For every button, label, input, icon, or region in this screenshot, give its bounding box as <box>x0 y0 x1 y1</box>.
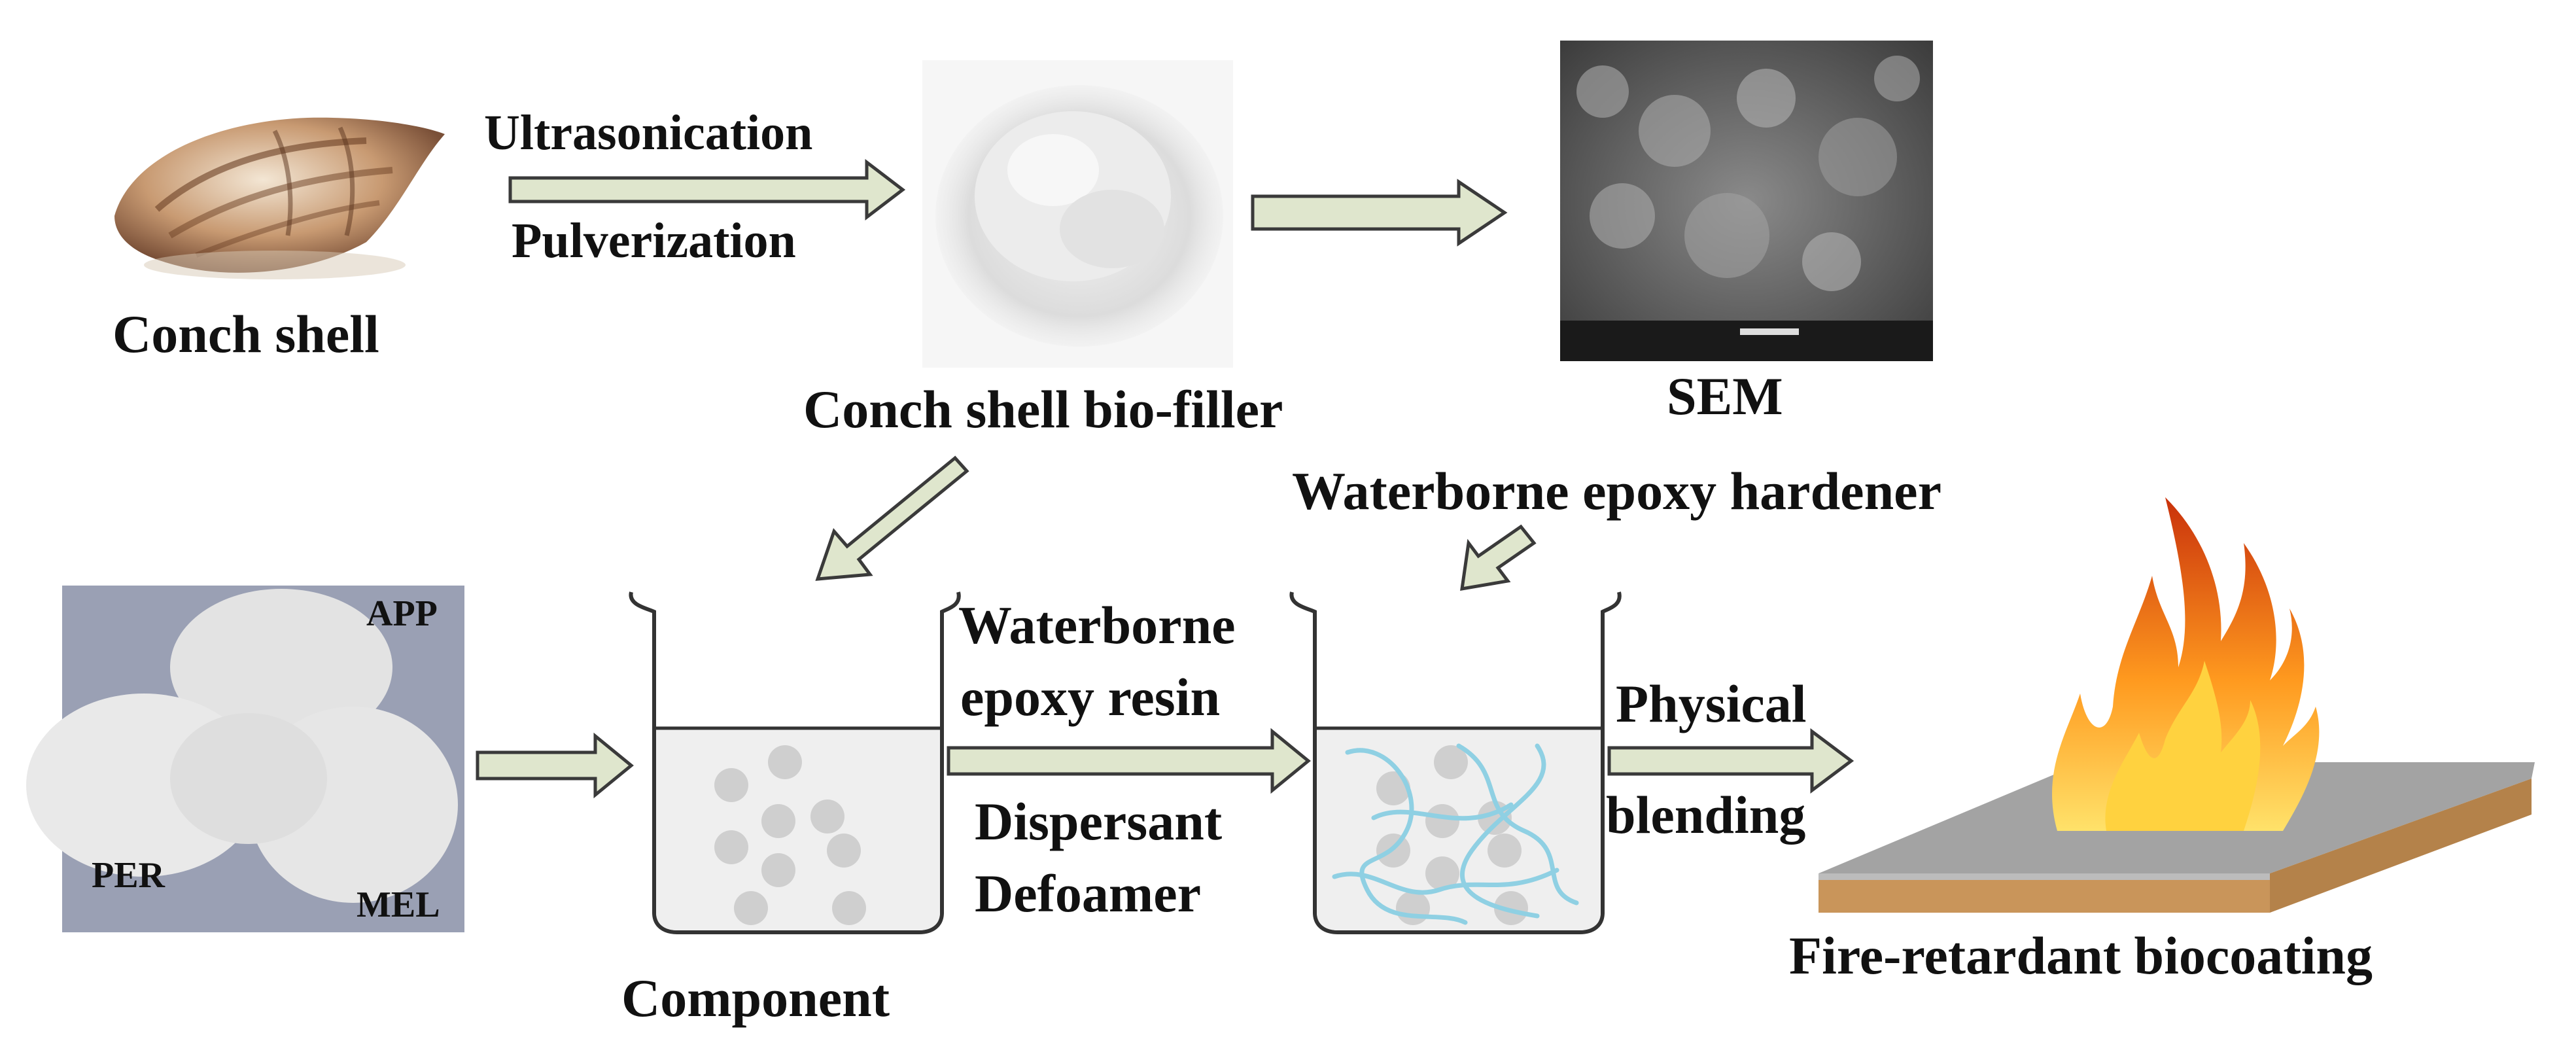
arrow-to-component <box>476 732 634 799</box>
label-component: Component <box>621 968 890 1028</box>
arrow-hardener <box>1460 524 1537 591</box>
label-resin-line2: epoxy resin <box>960 667 1221 727</box>
label-mel: MEL <box>357 885 440 925</box>
label-hardener: Waterborne epoxy hardener <box>1292 461 1941 521</box>
sem-image <box>1560 41 1933 361</box>
polymer-fibers <box>1332 743 1579 925</box>
arrow-physical-blending <box>1607 728 1854 794</box>
label-app: APP <box>366 593 438 634</box>
label-physical: Physical <box>1616 674 1807 733</box>
beaker-mixture <box>1289 591 1622 934</box>
conch-shell-bio-filler-image <box>922 60 1233 368</box>
label-ultrasonication: Ultrasonication <box>484 105 813 160</box>
arrow-pulverization <box>508 158 906 221</box>
label-bio-filler: Conch shell bio-filler <box>803 379 1283 439</box>
beaker-component <box>629 591 961 934</box>
label-per: PER <box>92 855 165 896</box>
label-blending: blending <box>1606 785 1806 845</box>
label-dispersant: Dispersant <box>975 792 1223 851</box>
arrow-to-mixture <box>947 728 1311 794</box>
label-pulverization: Pulverization <box>512 213 796 268</box>
flame-image <box>2052 497 2320 831</box>
label-fire-coating: Fire-retardant biocoating <box>1789 926 2373 985</box>
label-resin-line1: Waterborne <box>958 595 1236 655</box>
label-conch-shell: Conch shell <box>113 304 379 364</box>
app-per-mel-image <box>26 586 464 932</box>
particles <box>714 745 866 925</box>
arrow-filler-to-component <box>815 455 969 581</box>
label-sem: SEM <box>1667 366 1783 426</box>
label-defoamer: Defoamer <box>975 864 1202 923</box>
conch-shell-image <box>114 117 445 279</box>
arrow-to-sem <box>1251 179 1508 247</box>
